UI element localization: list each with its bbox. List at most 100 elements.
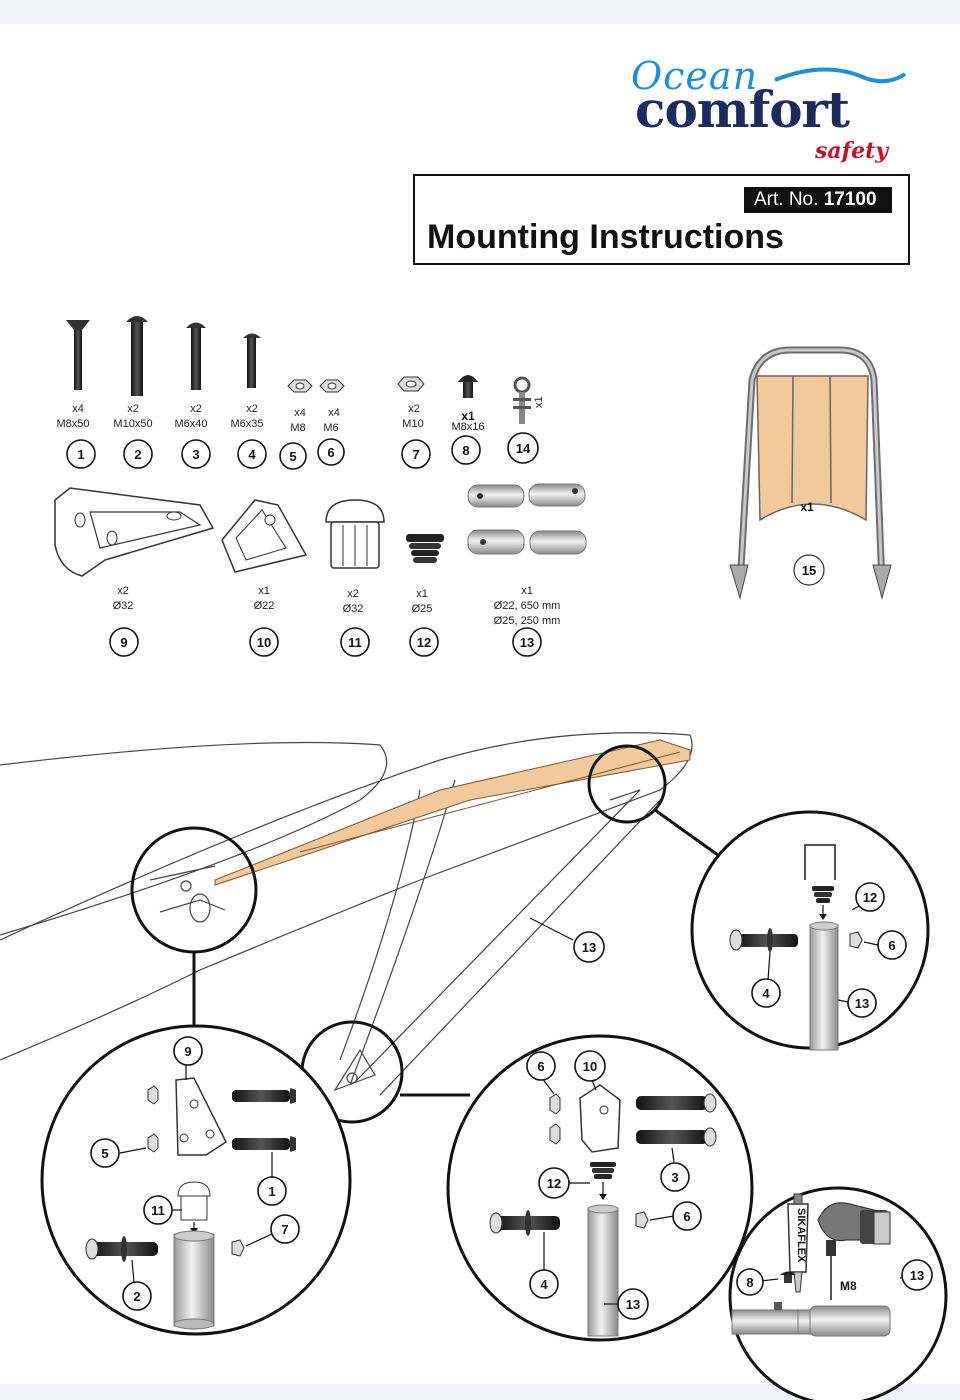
parts-numbers-row1: 1 2 3 4 5 6 7 8 14 [66, 432, 539, 470]
part-9-spec: Ø32 [113, 600, 134, 612]
parts-labels-row1: x4 M8x50 x2 M10x50 x2 M6x40 x2 M6x35 x4 … [56, 396, 545, 434]
svg-text:1: 1 [268, 1184, 275, 1199]
svg-text:8: 8 [746, 1275, 753, 1290]
svg-text:10: 10 [257, 635, 271, 650]
bl-callout-11: 11 [143, 1195, 173, 1225]
part-5-number: 5 [279, 442, 307, 470]
svg-text:6: 6 [537, 1059, 544, 1074]
svg-text:7: 7 [281, 1222, 288, 1237]
article-prefix: Art. No. [754, 189, 819, 210]
svg-text:6: 6 [888, 938, 895, 953]
svg-text:1: 1 [77, 447, 84, 462]
part-8-qty: x1 [461, 409, 475, 423]
part-12-plug [406, 534, 444, 563]
mid-fitting [333, 1048, 376, 1092]
bm-callout-6a: 6 [526, 1051, 556, 1081]
part-13-spec2: Ø25, 250 mm [494, 615, 561, 627]
part-15-ladder: x1 15 [729, 346, 892, 600]
part-4-bolt [243, 333, 261, 388]
part-7-nut [397, 376, 425, 392]
logo-ocean: Ocean [631, 54, 759, 98]
part-8-spec: M8x16 [451, 421, 484, 433]
bm-callout-6b: 6 [672, 1201, 702, 1231]
part-11-endcap [325, 499, 385, 569]
part-5-spec: M8 [290, 422, 305, 434]
part-15-number: 15 [793, 554, 825, 586]
part-6-spec: M6 [323, 422, 338, 434]
article-number-badge: Art. No. 17100 [744, 187, 892, 213]
bm-callout-4: 4 [529, 1269, 559, 1299]
teak-deck [214, 739, 691, 886]
title-box: Art. No. 17100 Mounting Instructions [413, 174, 910, 265]
part-14-eyebolt [513, 376, 531, 424]
part-4-qty: x2 [246, 403, 258, 415]
tr-callout-13: 13 [847, 988, 877, 1018]
bl-callout-7: 7 [270, 1214, 300, 1244]
wave-icon [774, 67, 907, 84]
part-5-qty: x4 [294, 407, 306, 419]
part-6-number: 6 [317, 438, 345, 466]
drill-size-label: M8 [840, 1279, 857, 1293]
svg-text:3: 3 [671, 1170, 678, 1185]
detail-bottom-right: SIKAFLEX M8 8 13 [728, 1186, 948, 1400]
part-8-bolt [458, 375, 478, 398]
svg-text:7: 7 [412, 447, 419, 462]
part-3-bolt [186, 322, 206, 390]
part-7-spec: M10 [402, 418, 423, 430]
part-12-qty: x1 [416, 588, 428, 600]
svg-text:2: 2 [133, 1289, 140, 1304]
page-title: Mounting Instructions [427, 218, 784, 256]
part-1-number: 1 [66, 439, 96, 469]
part-2-number: 2 [123, 439, 153, 469]
part-3-number: 3 [181, 439, 211, 469]
part-15-qty: x1 [800, 500, 814, 514]
tr-callout-6: 6 [877, 930, 907, 960]
svg-text:14: 14 [516, 441, 531, 456]
part-10-bracket [221, 499, 308, 573]
ladder-side-tubes [354, 789, 663, 1096]
part-10-number: 10 [249, 627, 279, 657]
svg-text:12: 12 [863, 890, 877, 905]
svg-text:6: 6 [683, 1209, 690, 1224]
part-10-spec: Ø22 [254, 600, 275, 612]
part-6-nut [319, 379, 345, 393]
part-5-nut [287, 379, 313, 393]
bm-callout-10: 10 [574, 1050, 606, 1082]
bl-callout-5: 5 [90, 1138, 120, 1168]
parts-numbers-row2: 9 10 11 12 13 [109, 627, 542, 657]
part-2-bolt [126, 316, 148, 396]
svg-text:12: 12 [547, 1176, 561, 1191]
part-9-number: 9 [109, 627, 139, 657]
svg-text:6: 6 [327, 445, 334, 460]
svg-text:9: 9 [184, 1044, 191, 1059]
part-13-spec: Ø22, 650 mm [494, 600, 561, 612]
svg-text:4: 4 [762, 986, 770, 1001]
detail-circle-bow [130, 826, 258, 954]
svg-text:8: 8 [462, 443, 469, 458]
part-11-number: 11 [340, 627, 370, 657]
detail-circle-top [587, 744, 667, 824]
part-9-qty: x2 [117, 585, 129, 597]
part-3-spec: M6x40 [174, 418, 207, 430]
svg-text:13: 13 [582, 940, 596, 955]
bm-callout-13: 13 [617, 1288, 649, 1320]
part-13-tubes [467, 483, 587, 555]
callout-main-13: 13 [529, 917, 605, 963]
bm-callout-12: 12 [538, 1167, 570, 1199]
logo-comfort: comfort [635, 80, 850, 139]
part-10-qty: x1 [258, 585, 270, 597]
part-11-spec: Ø32 [343, 603, 364, 615]
logo-safety: safety [815, 138, 889, 164]
svg-text:9: 9 [120, 635, 127, 650]
tr-callout-12: 12 [855, 882, 885, 912]
svg-text:3: 3 [192, 447, 199, 462]
part-1-qty: x4 [72, 403, 84, 415]
svg-text:12: 12 [417, 635, 431, 650]
svg-text:4: 4 [540, 1277, 548, 1292]
sikaflex-tube: SIKAFLEX [787, 1193, 809, 1293]
sikaflex-label: SIKAFLEX [795, 1208, 807, 1263]
svg-text:11: 11 [151, 1203, 165, 1218]
part-14-number: 14 [507, 432, 539, 464]
svg-text:13: 13 [910, 1268, 924, 1283]
